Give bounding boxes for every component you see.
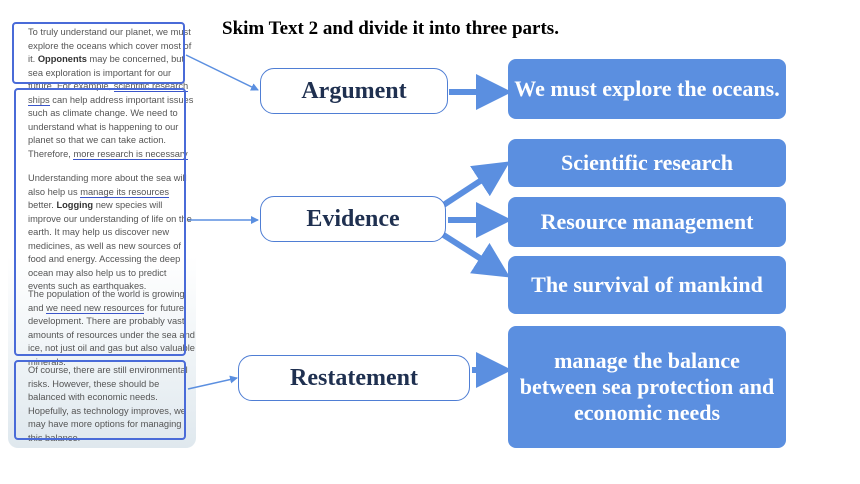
restatement-summary-box: manage the balance between sea protectio… [508, 326, 786, 448]
evidence-segment-box [14, 88, 186, 356]
restatement-segment-box [14, 360, 186, 440]
argument-segment-box [12, 22, 185, 84]
keyword-logging: Logging [56, 200, 94, 210]
underlined-phrase: manage its resources [80, 186, 170, 198]
underlined-phrase: scientific research ships [28, 81, 189, 106]
passage-text: To truly understand our planet, we must … [8, 22, 196, 448]
passage-paragraph-4: Of course, there are still environmental… [28, 365, 188, 443]
keyword-opponents: Opponents [37, 54, 87, 64]
evidence-label: Evidence [260, 196, 446, 242]
passage-paragraph-2: Understanding more about the sea will al… [28, 173, 192, 291]
restatement-label: Restatement [238, 355, 470, 401]
underlined-phrase: we need new resources [46, 302, 145, 314]
arrow-evidence-to-box-3 [440, 231, 511, 278]
page-title: Skim Text 2 and divide it into three par… [222, 18, 559, 39]
arrow-restatement-to-label [187, 375, 238, 390]
evidence-resource-management-box: Resource management [508, 197, 786, 247]
arrow-evidence-to-box-1 [440, 161, 511, 209]
underlined-phrase: more research is necessary [73, 148, 188, 160]
arrow-argument-to-label [185, 54, 259, 91]
passage-paragraph-1: To truly understand our planet, we must … [28, 27, 194, 160]
evidence-scientific-research-box: Scientific research [508, 139, 786, 187]
argument-summary-box: We must explore the oceans. [508, 59, 786, 119]
evidence-survival-box: The survival of mankind [508, 256, 786, 314]
argument-label: Argument [260, 68, 448, 114]
